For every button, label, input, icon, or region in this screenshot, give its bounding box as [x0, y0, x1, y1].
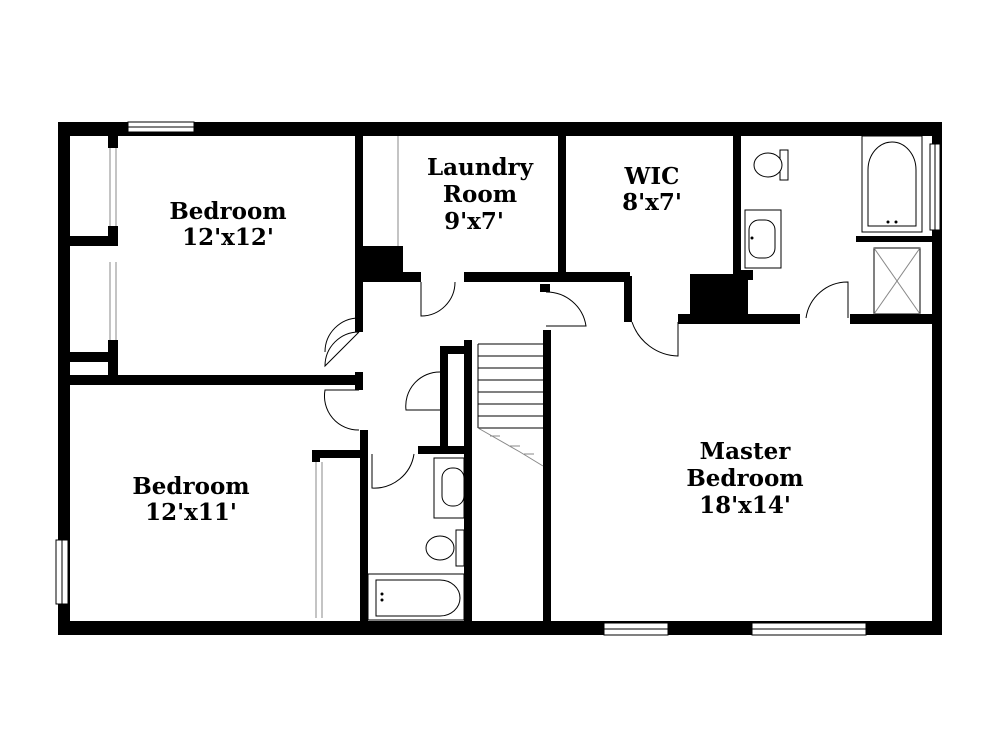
- bedroom-2-name: Bedroom: [132, 473, 249, 500]
- stairs: [477, 343, 544, 467]
- closet-sliders: [315, 136, 399, 618]
- master-size: 18'x14': [699, 492, 791, 519]
- bedroom-1-size: 12'x12': [182, 224, 274, 251]
- sink: [441, 467, 465, 507]
- wall-bottom: [58, 621, 942, 635]
- wic-size: 8'x7': [622, 189, 682, 216]
- hall-bath-fixtures: [367, 457, 468, 621]
- master-name-line1: Master: [700, 438, 792, 465]
- laundry-name-line2: Room: [443, 181, 517, 208]
- room-labels: Bedroom 12'x12' Bedroom 12'x11' Laundry …: [132, 154, 803, 526]
- master-bath-fixtures: [744, 135, 923, 315]
- laundry-name-line1: Laundry: [427, 154, 534, 181]
- bedroom-1-name: Bedroom: [169, 198, 286, 225]
- doors: [323, 281, 849, 489]
- master-name-line2: Bedroom: [686, 465, 803, 492]
- toilet: [455, 529, 465, 567]
- bedroom-2-size: 12'x11': [145, 499, 237, 526]
- left-closets: [58, 136, 118, 378]
- wall-right: [932, 122, 942, 634]
- wic-name: WIC: [624, 163, 680, 190]
- wall-top: [58, 122, 938, 136]
- windows: [55, 121, 941, 636]
- interior-walls: [70, 136, 942, 622]
- laundry-size: 9'x7': [444, 208, 504, 235]
